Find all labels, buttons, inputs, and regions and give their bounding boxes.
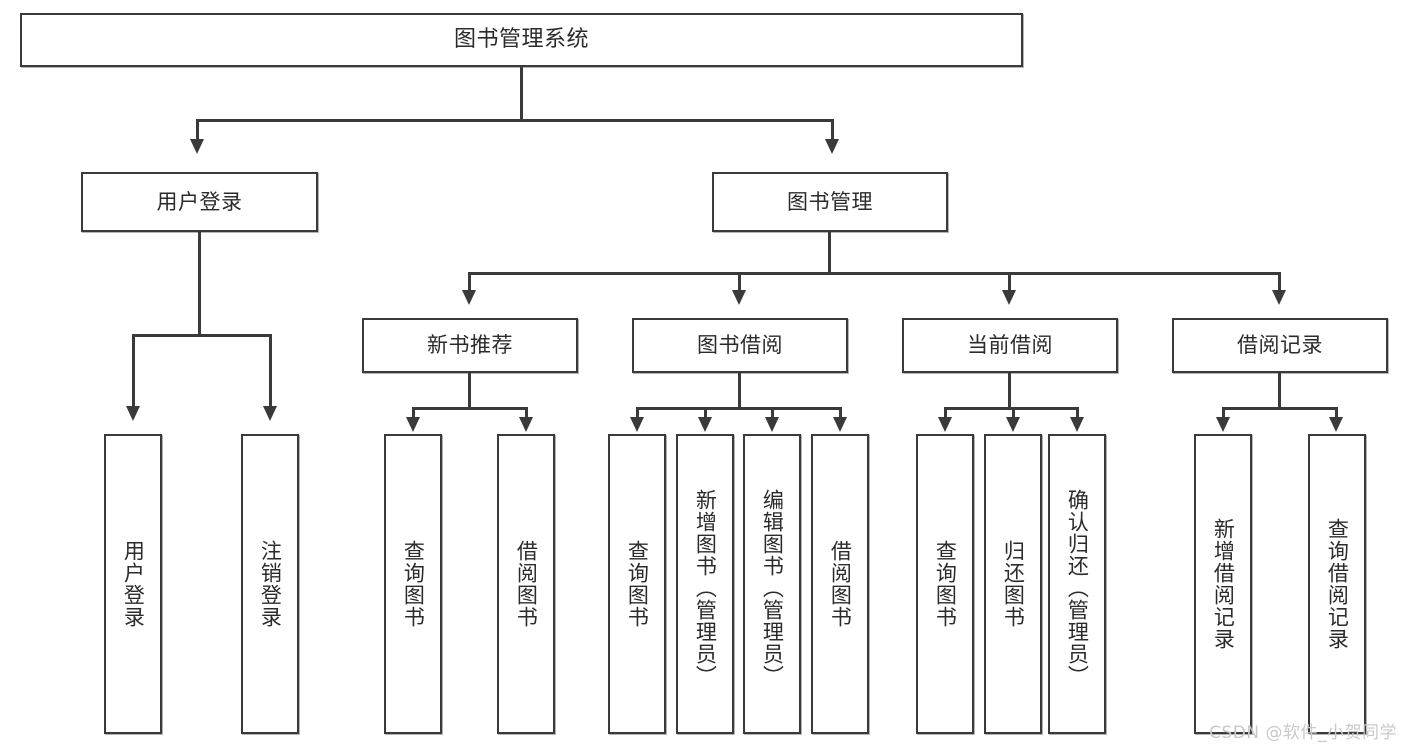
connector-new-book-to-leaf-2 [525, 407, 528, 419]
node-label: 查询借阅记录 [1325, 518, 1350, 650]
connector-root-to-book-manage [831, 119, 834, 141]
arrow-book-borrow-to-leaf-4 [833, 417, 847, 432]
node-label: 编辑图书（管理员） [760, 489, 785, 687]
connector-book-manage-stem [828, 232, 831, 274]
connector-root-to-user-login [196, 119, 199, 141]
node-book-manage[interactable]: 图书管理 [712, 172, 948, 232]
connector-user-login-to-leaf-2 [269, 334, 272, 408]
arrow-book-manage-to-new-book [462, 290, 476, 305]
connector-book-manage-to-new-book [468, 272, 471, 292]
arrow-new-book-to-leaf-2 [519, 417, 533, 432]
node-label: 新增图书（管理员） [693, 489, 718, 687]
node-book-borrow[interactable]: 图书借阅 [632, 318, 848, 373]
connector-current-borrow-to-leaf-3 [1076, 407, 1079, 419]
leaf-borrow-book-1[interactable]: 借阅图书 [497, 434, 555, 734]
arrow-book-borrow-to-leaf-3 [765, 417, 779, 432]
node-label: 查询图书 [933, 540, 958, 628]
connector-borrow-record-bar [1222, 407, 1338, 410]
connector-book-manage-to-current-borrow [1008, 272, 1011, 292]
leaf-add-book-admin[interactable]: 新增图书（管理员） [676, 434, 734, 734]
leaf-edit-book-admin[interactable]: 编辑图书（管理员） [743, 434, 801, 734]
arrow-current-borrow-to-leaf-3 [1070, 417, 1084, 432]
leaf-query-book-2[interactable]: 查询图书 [608, 434, 666, 734]
leaf-query-book-3[interactable]: 查询图书 [916, 434, 974, 734]
connector-borrow-record-to-leaf-2 [1335, 407, 1338, 419]
connector-book-borrow-to-leaf-4 [839, 407, 842, 419]
connector-book-borrow-stem [738, 373, 741, 409]
leaf-add-borrow-record[interactable]: 新增借阅记录 [1194, 434, 1252, 734]
arrow-user-login-to-leaf-2 [263, 406, 277, 421]
leaf-query-book-1[interactable]: 查询图书 [384, 434, 442, 734]
node-label: 归还图书 [1001, 540, 1026, 628]
connector-book-borrow-to-leaf-2 [704, 407, 707, 419]
connector-book-borrow-to-leaf-1 [636, 407, 639, 419]
node-new-book-recommend[interactable]: 新书推荐 [362, 318, 578, 373]
connector-new-book-stem [468, 373, 471, 409]
arrow-root-to-user-login [190, 139, 204, 154]
node-label: 当前借阅 [967, 333, 1053, 358]
leaf-return-book[interactable]: 归还图书 [984, 434, 1042, 734]
node-label: 注销登录 [258, 540, 283, 628]
node-label: 新书推荐 [427, 333, 513, 358]
connector-borrow-record-stem [1278, 373, 1281, 409]
node-label: 查询图书 [625, 540, 650, 628]
arrow-book-borrow-to-leaf-1 [630, 417, 644, 432]
connector-book-borrow-bar [636, 407, 842, 410]
connector-new-book-bar [412, 407, 528, 410]
arrow-borrow-record-to-leaf-1 [1216, 417, 1230, 432]
leaf-borrow-book-2[interactable]: 借阅图书 [811, 434, 869, 734]
connector-current-borrow-to-leaf-1 [944, 407, 947, 419]
connector-book-manage-to-borrow-record [1278, 272, 1281, 292]
node-label: 借阅图书 [514, 540, 539, 628]
connector-user-login-to-leaf-1 [132, 334, 135, 408]
arrow-book-manage-to-borrow-record [1272, 290, 1286, 305]
leaf-query-borrow-record[interactable]: 查询借阅记录 [1308, 434, 1366, 734]
arrow-user-login-to-leaf-1 [126, 406, 140, 421]
node-user-login[interactable]: 用户登录 [81, 172, 318, 232]
arrow-new-book-to-leaf-1 [406, 417, 420, 432]
node-label: 图书管理 [787, 189, 873, 214]
node-current-borrow[interactable]: 当前借阅 [902, 318, 1118, 373]
connector-book-borrow-to-leaf-3 [771, 407, 774, 419]
connector-root-bar [196, 119, 834, 122]
node-label: 图书管理系统 [453, 27, 589, 53]
arrow-root-to-book-manage [825, 139, 839, 154]
leaf-confirm-return-admin[interactable]: 确认归还（管理员） [1048, 434, 1106, 734]
arrow-current-borrow-to-leaf-2 [1006, 417, 1020, 432]
connector-current-borrow-stem [1008, 373, 1011, 409]
arrow-book-borrow-to-leaf-2 [698, 417, 712, 432]
connector-user-login-bar [132, 334, 272, 337]
node-label: 借阅记录 [1237, 333, 1323, 358]
connector-user-login-stem [198, 232, 201, 336]
connector-borrow-record-to-leaf-1 [1222, 407, 1225, 419]
connector-book-manage-to-book-borrow [738, 272, 741, 292]
node-label: 用户登录 [156, 189, 243, 214]
node-root-book-management-system[interactable]: 图书管理系统 [20, 13, 1023, 67]
node-label: 用户登录 [121, 540, 146, 628]
connector-current-borrow-to-leaf-2 [1012, 407, 1015, 419]
arrow-book-manage-to-book-borrow [732, 290, 746, 305]
leaf-user-login[interactable]: 用户登录 [104, 434, 162, 734]
arrow-borrow-record-to-leaf-2 [1329, 417, 1343, 432]
connector-root-stem [520, 67, 523, 119]
node-label: 新增借阅记录 [1211, 518, 1236, 650]
leaf-logout-login[interactable]: 注销登录 [241, 434, 299, 734]
node-label: 确认归还（管理员） [1065, 489, 1090, 687]
node-borrow-record[interactable]: 借阅记录 [1172, 318, 1388, 373]
node-label: 借阅图书 [828, 540, 853, 628]
connector-book-manage-bar [468, 272, 1280, 275]
arrow-current-borrow-to-leaf-1 [938, 417, 952, 432]
arrow-book-manage-to-current-borrow [1002, 290, 1016, 305]
connector-current-borrow-bar [944, 407, 1078, 410]
node-label: 查询图书 [401, 540, 426, 628]
connector-new-book-to-leaf-1 [412, 407, 415, 419]
node-label: 图书借阅 [697, 333, 783, 358]
